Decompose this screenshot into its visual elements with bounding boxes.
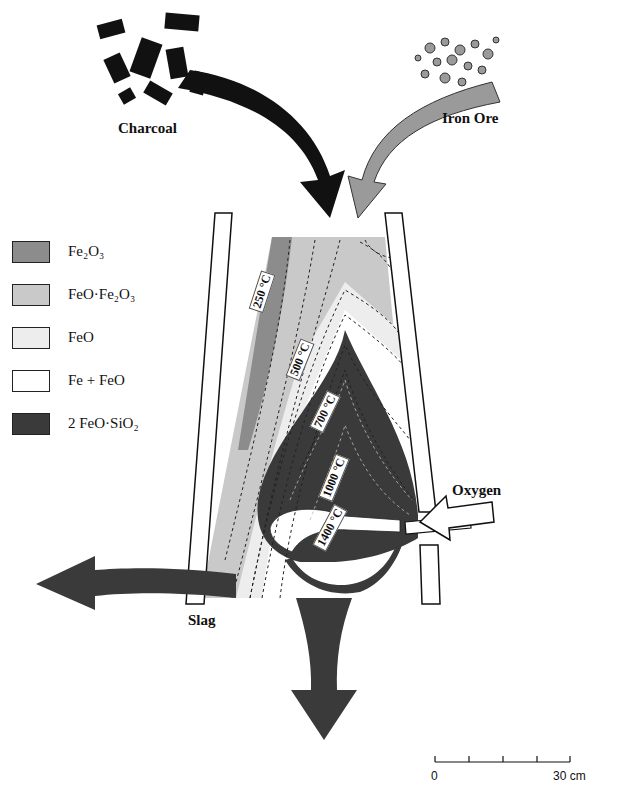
legend-row: FeO·Fe₂O₃ bbox=[12, 273, 139, 316]
slag-crescent bbox=[285, 545, 402, 593]
legend-text: FeO bbox=[68, 329, 94, 346]
legend-swatch bbox=[12, 327, 50, 349]
ore-arrow bbox=[348, 82, 500, 218]
legend-row: Fe + FeO bbox=[12, 359, 139, 402]
core-isotherms bbox=[290, 380, 412, 520]
legend-row: FeO bbox=[12, 316, 139, 359]
charcoal-arrow bbox=[178, 70, 345, 218]
legend-swatch bbox=[12, 413, 50, 435]
legend-swatch bbox=[12, 370, 50, 392]
slag-arrow bbox=[36, 556, 236, 610]
furnace-wall bbox=[385, 213, 436, 512]
magnetite-zone bbox=[201, 237, 419, 598]
legend-text: Fe + FeO bbox=[68, 372, 125, 389]
scale-bar bbox=[435, 756, 570, 762]
isotherms bbox=[225, 240, 414, 598]
legend: Fe₂O₃ FeO·Fe₂O₃ FeO Fe + FeO 2 FeO·SiO₂ bbox=[12, 230, 139, 445]
scale-label: 0 bbox=[431, 770, 438, 783]
legend-text: FeO·Fe₂O₃ bbox=[68, 286, 135, 303]
oxygen-arrow bbox=[420, 496, 494, 540]
flow-label: Slag bbox=[188, 612, 216, 629]
legend-row: Fe₂O₃ bbox=[12, 230, 139, 273]
legend-text: Fe₂O₃ bbox=[68, 243, 104, 260]
furnace-wall bbox=[420, 545, 440, 604]
slag-arrow bbox=[291, 598, 357, 740]
legend-swatch bbox=[12, 241, 50, 263]
material-label: Charcoal bbox=[118, 120, 177, 137]
legend-row: 2 FeO·SiO₂ bbox=[12, 402, 139, 445]
charcoal-pieces bbox=[97, 13, 209, 106]
legend-swatch bbox=[12, 284, 50, 306]
furnace-wall bbox=[186, 213, 232, 604]
ore-pieces bbox=[415, 37, 499, 86]
legend-text: 2 FeO·SiO₂ bbox=[68, 415, 139, 432]
material-label: Iron Ore bbox=[442, 110, 499, 127]
scale-label: 30 cm bbox=[553, 770, 586, 783]
wustite-zone bbox=[236, 282, 419, 598]
flow-label: Oxygen bbox=[452, 482, 501, 499]
